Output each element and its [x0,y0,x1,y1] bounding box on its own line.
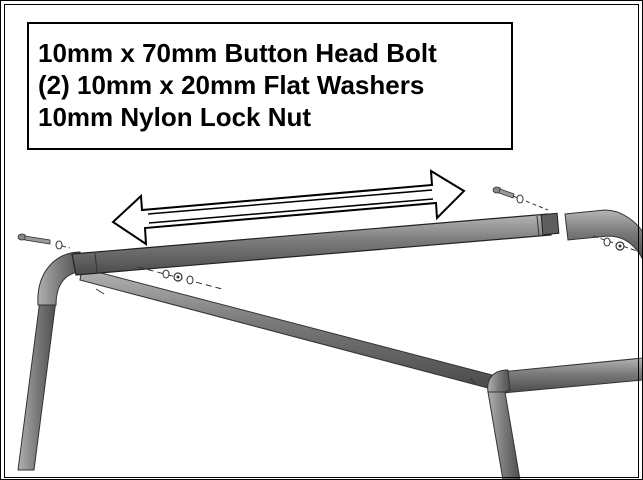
top-crossbar [71,212,560,276]
lock-nut-icon [173,272,183,282]
bolt-icon [17,233,51,245]
washer-icon [516,194,524,204]
callout-line-nut: 10mm Nylon Lock Nut [38,102,312,132]
left-hardware [17,233,223,290]
callout-line-bolt: 10mm x 70mm Button Head Bolt [38,38,437,68]
right-post [487,369,521,480]
callout-line-washers: (2) 10mm x 20mm Flat Washers [38,70,425,100]
left-elbow [37,251,83,306]
washer-icon [603,237,611,247]
washer-icon [55,240,63,250]
washer-icon [186,275,194,285]
right-hardware [492,186,641,253]
bolt-icon [492,186,515,199]
hardware-callout-box: 10mm x 70mm Button Head Bolt (2) 10mm x … [27,22,513,150]
double-arrow-icon [111,169,466,246]
washer-icon [162,269,170,279]
inner-border [4,4,639,478]
right-elbow [564,209,643,261]
lock-nut-icon [615,241,625,251]
